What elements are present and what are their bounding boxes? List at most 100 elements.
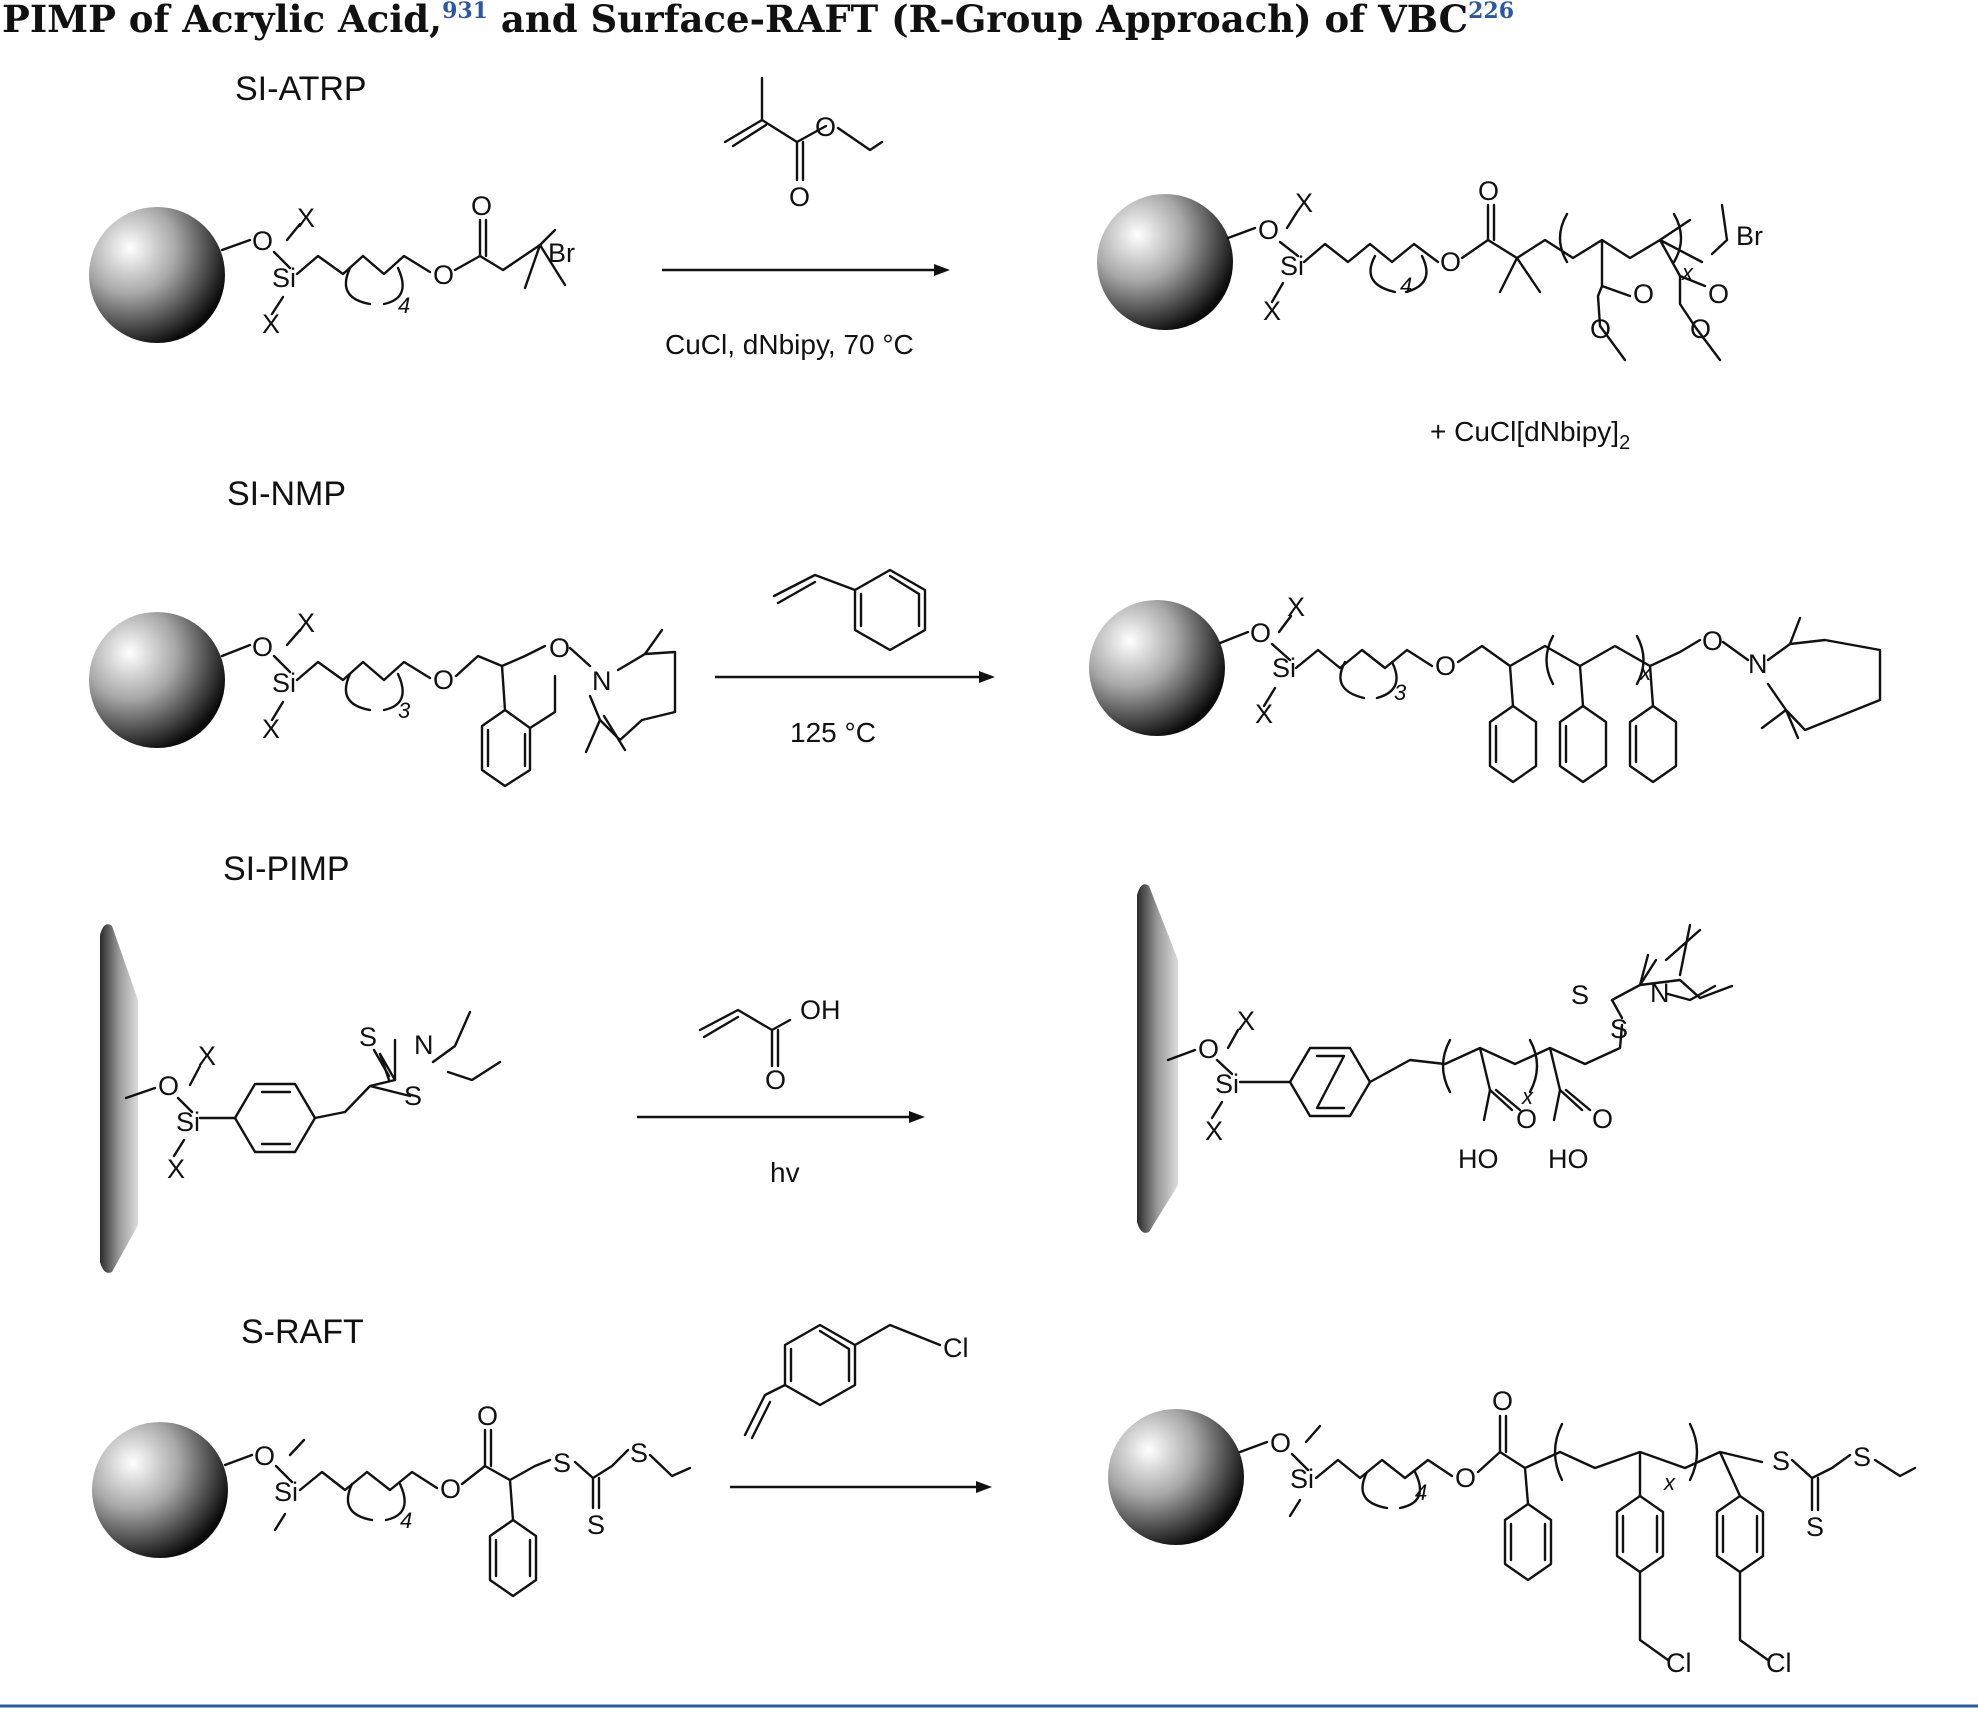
atom-X: X bbox=[1237, 1006, 1255, 1036]
atom-S: S bbox=[404, 1081, 422, 1111]
atom-O: O bbox=[1590, 314, 1611, 344]
atom-O: O bbox=[789, 182, 810, 212]
atom-Si: Si bbox=[1215, 1069, 1239, 1099]
atom-HO: HO bbox=[1548, 1144, 1589, 1174]
section-title-si-pimp: SI-PIMP bbox=[223, 850, 350, 888]
repeat-count: 4 bbox=[1415, 1480, 1427, 1505]
atom-S: S bbox=[587, 1510, 605, 1540]
atom-X: X bbox=[262, 309, 280, 339]
substrate-plate bbox=[1137, 884, 1178, 1233]
atom-Si: Si bbox=[272, 263, 296, 293]
atom-X: X bbox=[1263, 296, 1281, 326]
atom-O: O bbox=[433, 665, 454, 695]
atom-X: X bbox=[1295, 188, 1313, 218]
atom-O: O bbox=[252, 226, 273, 256]
caption-text: PIMP of Acrylic Acid,931 and Surface-RAF… bbox=[2, 0, 1514, 41]
particle-sphere bbox=[89, 207, 225, 343]
section-title-si-atrp: SI-ATRP bbox=[235, 70, 367, 108]
atom-O: O bbox=[254, 1441, 275, 1471]
atom-X: X bbox=[1255, 699, 1273, 729]
atom-O: O bbox=[815, 112, 836, 142]
nmp-conditions: 125 °C bbox=[790, 717, 876, 748]
atom-O: O bbox=[1708, 279, 1729, 309]
pimp-monomer: OH O bbox=[698, 995, 841, 1095]
atom-Br: Br bbox=[548, 238, 575, 268]
atom-O: O bbox=[1455, 1463, 1476, 1493]
atom-S: S bbox=[1806, 1512, 1824, 1542]
raft-monomer: Cl bbox=[743, 1323, 969, 1440]
atom-O: O bbox=[477, 1401, 498, 1431]
atom-O: O bbox=[1633, 279, 1654, 309]
atom-Cl: Cl bbox=[1666, 1648, 1692, 1678]
atom-O: O bbox=[1258, 215, 1279, 245]
atom-Si: Si bbox=[274, 1477, 298, 1507]
repeat-count: 4 bbox=[400, 1508, 412, 1533]
atom-X: X bbox=[297, 203, 315, 233]
atom-O: O bbox=[1702, 626, 1723, 656]
atom-S: S bbox=[1853, 1442, 1871, 1472]
atom-O: O bbox=[765, 1065, 786, 1095]
atom-X: X bbox=[1205, 1116, 1223, 1146]
atom-X: X bbox=[198, 1041, 216, 1071]
atom-N: N bbox=[592, 666, 612, 696]
atom-Si: Si bbox=[1280, 251, 1304, 281]
nmp-reactant: O Si X X 3 O O N bbox=[89, 608, 677, 788]
atom-X: X bbox=[297, 608, 315, 638]
atom-S: S bbox=[1772, 1446, 1790, 1476]
atom-X: X bbox=[262, 714, 280, 744]
atrp-byproduct: + CuCl[dNbipy]2 bbox=[1430, 416, 1630, 454]
substrate-plate bbox=[100, 924, 138, 1273]
atom-N: N bbox=[1650, 978, 1670, 1008]
repeat-count: 3 bbox=[398, 698, 411, 723]
atom-O: O bbox=[158, 1071, 179, 1101]
repeat-count: 3 bbox=[1394, 680, 1407, 705]
repeat-count: 4 bbox=[1400, 273, 1412, 298]
atom-O: O bbox=[252, 632, 273, 662]
repeat-index: x bbox=[1681, 260, 1694, 285]
atom-O: O bbox=[433, 260, 454, 290]
atom-O: O bbox=[440, 1474, 461, 1504]
atom-O: O bbox=[549, 633, 570, 663]
pimp-product: O Si X X x O HO O HO S S N bbox=[1137, 884, 1734, 1233]
nmp-monomer bbox=[772, 568, 927, 652]
atrp-reaction-arrow bbox=[662, 264, 950, 276]
nmp-reaction-arrow bbox=[715, 671, 995, 683]
atom-O: O bbox=[1250, 618, 1271, 648]
particle-sphere bbox=[89, 612, 225, 748]
particle-sphere bbox=[1089, 600, 1225, 736]
atom-Si: Si bbox=[1272, 653, 1296, 683]
atom-HO: HO bbox=[1458, 1144, 1499, 1174]
atom-Cl: Cl bbox=[943, 1333, 969, 1363]
atom-O: O bbox=[1270, 1428, 1291, 1458]
particle-sphere bbox=[92, 1422, 228, 1558]
atrp-conditions: CuCl, dNbipy, 70 °C bbox=[665, 329, 914, 360]
atom-S: S bbox=[359, 1022, 377, 1052]
atom-Si: Si bbox=[176, 1107, 200, 1137]
atom-O: O bbox=[471, 191, 492, 221]
atom-O: O bbox=[1492, 1386, 1513, 1416]
atom-X: X bbox=[167, 1154, 185, 1184]
scheme-caption: PIMP of Acrylic Acid,931 and Surface-RAF… bbox=[2, 0, 1514, 41]
atom-X: X bbox=[1287, 592, 1305, 622]
atom-N: N bbox=[414, 1030, 434, 1060]
atom-O: O bbox=[1516, 1104, 1537, 1134]
atom-O: O bbox=[1592, 1104, 1613, 1134]
repeat-count: 4 bbox=[398, 293, 410, 318]
atom-S: S bbox=[630, 1438, 648, 1468]
atom-O: O bbox=[1690, 314, 1711, 344]
repeat-index: x bbox=[1639, 660, 1652, 685]
atom-O: O bbox=[1478, 176, 1499, 206]
atom-N: N bbox=[1748, 649, 1768, 679]
pimp-reaction-arrow bbox=[637, 1111, 925, 1123]
atom-Cl: Cl bbox=[1766, 1648, 1792, 1678]
atrp-reactant: O Si X X 4 O O Br bbox=[89, 191, 575, 343]
particle-sphere bbox=[1108, 1409, 1244, 1545]
atom-OH: OH bbox=[800, 995, 841, 1025]
repeat-index: x bbox=[1663, 1470, 1676, 1495]
repeat-index: x bbox=[1521, 1084, 1534, 1109]
atom-O: O bbox=[1435, 651, 1456, 681]
particle-sphere bbox=[1097, 194, 1233, 330]
atom-S: S bbox=[553, 1448, 571, 1478]
raft-reactant: O Si 4 O O S S S bbox=[92, 1401, 692, 1598]
